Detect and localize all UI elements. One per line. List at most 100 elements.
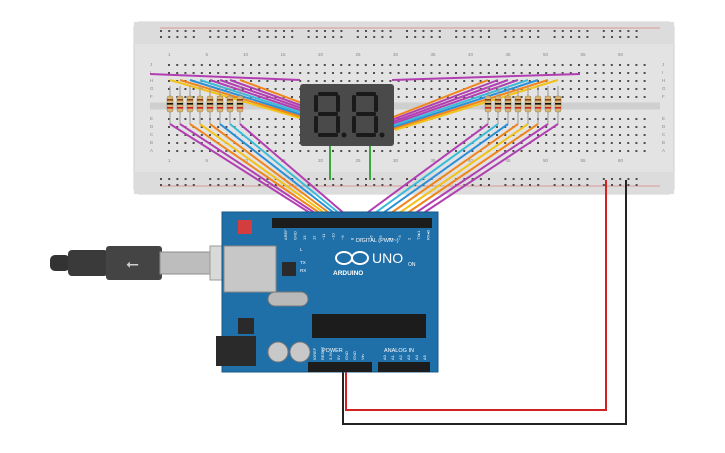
digit [314,92,347,138]
wire-left [219,123,342,219]
column-number: 50 [543,52,549,57]
decimal-point [379,132,385,138]
pin-label: Vin [360,354,365,360]
resistor [484,86,492,124]
resistor [534,86,542,124]
wire-right [367,123,499,219]
wire-left [179,123,324,219]
row-letter: J [150,62,152,67]
resistor [176,86,184,124]
row-letter: I [150,70,151,75]
pin-label: ~9 [340,235,345,240]
pin-label: RESET [320,346,325,360]
pin-label: GND [293,231,298,240]
column-number: 35 [431,52,437,57]
wire-left [189,123,328,219]
wire-left [229,123,346,219]
wire-right [407,123,549,219]
column-number: 55 [581,158,587,163]
pin-label: A5 [422,354,427,360]
resistor [216,86,224,124]
wire-right [359,123,489,219]
wire-right [415,123,559,219]
row-letter: B [662,140,665,145]
pin-label: GND [352,351,357,360]
wire-red [345,180,607,411]
pin-label: A3 [406,354,411,360]
wire-left [209,123,337,219]
row-letter: E [662,116,665,121]
pin-label: AREF [283,229,288,240]
column-number: 60 [618,52,624,57]
pin-label: 2 [407,237,412,240]
wire-right [391,123,529,219]
wire-right [383,123,519,219]
column-number: 40 [468,52,474,57]
wire-left [169,123,319,219]
pin-label: 8 [350,237,355,240]
row-letter: F [662,94,665,99]
row-letter: D [662,124,666,129]
row-letter: G [662,86,666,91]
row-letter: G [150,86,154,91]
resistor [226,86,234,124]
pin-label: RX◂0 [426,229,431,240]
pin-label: ~6 [369,235,374,240]
pin-label: A0 [382,354,387,360]
wire-right [399,123,539,219]
column-number: 15 [281,52,287,57]
analog-label: ANALOG IN [384,348,414,354]
power-label: POWER [322,348,343,354]
wire-top-right [394,79,559,131]
svg-text:⭠: ⭠ [126,254,139,273]
wire-top-left [169,79,301,119]
column-number: 5 [206,52,209,57]
column-number: 45 [506,158,512,163]
resistor [504,86,512,124]
pin-label: ~11 [321,233,326,240]
resistor [514,86,522,124]
row-letter: A [662,148,665,153]
row-letter: F [150,94,153,99]
column-number: 10 [243,158,249,163]
pin-label: GND [344,351,349,360]
pin-label: 5V [336,355,341,360]
resistor [206,86,214,124]
pin-label: ~3 [397,235,402,240]
seven-segment-display [300,84,394,146]
arduino-infinity-logo-icon [335,251,369,265]
column-number: 30 [393,158,399,163]
pin-label: ~10 [331,232,336,240]
column-number: 45 [506,52,512,57]
wire-top-span-right [391,73,581,81]
row-letter: I [662,70,663,75]
resistor [494,86,502,124]
column-number: 20 [318,158,324,163]
row-letter: E [150,116,153,121]
microcontroller-chip [312,314,426,338]
column-number: 35 [431,158,437,163]
column-number: 25 [356,158,362,163]
column-number: 40 [468,158,474,163]
reset-button-icon[interactable] [238,220,252,234]
pin-label: 12 [312,235,317,240]
resistor-array [166,86,562,124]
resistor [196,86,204,124]
resistor [524,86,532,124]
row-letter: B [150,140,153,145]
column-number: 1 [168,158,171,163]
column-number: 5 [206,158,209,163]
resistor [236,86,244,124]
rx-label: RX [300,268,306,273]
resistor [554,86,562,124]
wire-top-right [384,79,539,131]
column-number: 60 [618,158,624,163]
wire-top-right [389,79,549,131]
column-number: 1 [168,52,171,57]
analog-header [378,362,430,372]
column-number: 10 [243,52,249,57]
pin-label: 13 [302,235,307,240]
usb-port [223,245,277,293]
row-letter: C [150,132,154,137]
